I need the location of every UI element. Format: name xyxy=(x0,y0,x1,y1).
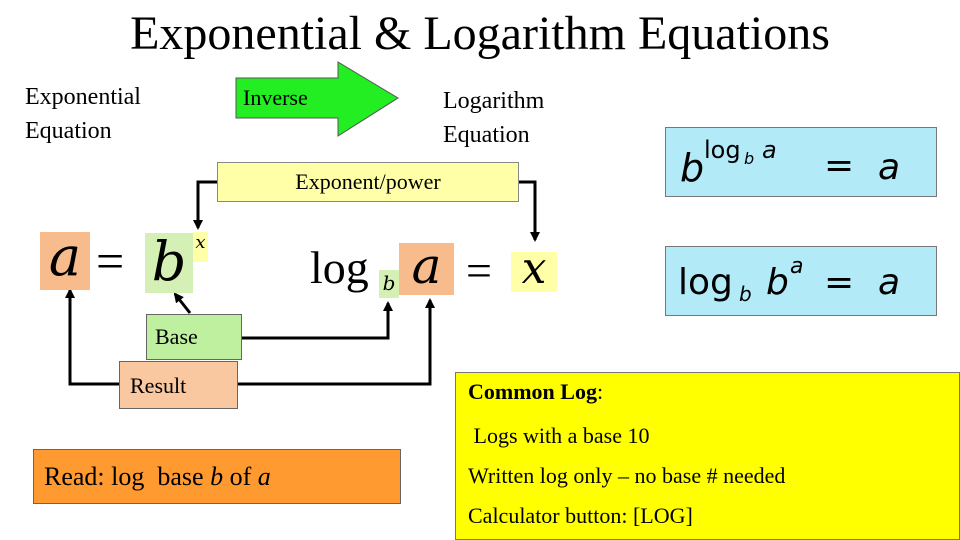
identity2-equals: = xyxy=(824,262,855,303)
identity1-rhs: a xyxy=(878,147,901,188)
log-base-b: b xyxy=(379,270,399,298)
common-log-line-3: Calculator button: [LOG] xyxy=(468,503,693,528)
identity-box-2: log b b a = a xyxy=(665,246,937,316)
common-log-heading-text: Common Log xyxy=(468,379,597,404)
read-prefix: Read: log base xyxy=(44,462,211,491)
log-text: log xyxy=(310,242,369,293)
read-mid: of xyxy=(223,462,258,491)
identity-box-1: b log b a = a xyxy=(665,127,937,197)
common-log-heading: Common Log: xyxy=(468,377,603,407)
identity2-sub: b xyxy=(739,282,752,306)
logarithm-label-line1: Logarithm xyxy=(443,88,545,114)
exp-base-b: b xyxy=(145,233,193,293)
log-equals-sign: = xyxy=(466,245,492,296)
result-to-a-left-line xyxy=(65,288,119,386)
base-to-log-base-line xyxy=(242,301,393,340)
identity1-sub: b xyxy=(744,149,755,168)
exponent-to-x-left-line xyxy=(193,180,217,230)
identity1-a: a xyxy=(762,136,777,164)
base-label-box: Base xyxy=(146,314,242,360)
read-b: b xyxy=(210,462,224,491)
identity2-base: b xyxy=(766,262,789,303)
logarithm-label-line2: Equation xyxy=(443,122,530,148)
result-label-box: Result xyxy=(119,361,238,409)
identity2-log: log xyxy=(678,262,733,303)
base-to-b-line xyxy=(173,292,192,314)
common-log-line-2: Written log only – no base # needed xyxy=(468,463,786,488)
identity1-log: log xyxy=(704,136,741,164)
common-log-heading-colon: : xyxy=(596,379,604,404)
exp-equals-sign: = xyxy=(96,233,125,289)
log-argument-a: a xyxy=(399,241,454,295)
page-title: Exponential & Logarithm Equations xyxy=(130,7,830,60)
read-a: a xyxy=(257,462,271,491)
result-to-a-right-line xyxy=(238,298,435,386)
exponential-label-line1: Exponential xyxy=(25,84,141,110)
exp-exponent-x: x xyxy=(193,232,208,262)
common-log-box: Common Log: Logs with a base 10 Written … xyxy=(455,372,960,540)
exp-result-a: a xyxy=(40,230,90,290)
read-instruction-box: Read: log base b of a xyxy=(33,449,401,504)
exponent-to-x-right-line xyxy=(519,180,540,242)
identity1-equals: = xyxy=(824,145,855,186)
identity2-rhs: a xyxy=(878,262,901,303)
log-result-x: x xyxy=(511,247,557,292)
exponent-power-box: Exponent/power xyxy=(217,162,519,202)
exponential-label-line2: Equation xyxy=(25,118,112,144)
identity2-sup: a xyxy=(790,254,804,279)
logarithm-equation-label: Logarithm Equation xyxy=(443,84,544,152)
identity1-base: b xyxy=(680,146,705,190)
common-log-line-1: Logs with a base 10 xyxy=(468,423,650,448)
inverse-arrow-shape xyxy=(235,61,399,137)
exponential-equation-label: Exponential Equation xyxy=(25,80,141,148)
inverse-label: Inverse xyxy=(243,85,308,110)
